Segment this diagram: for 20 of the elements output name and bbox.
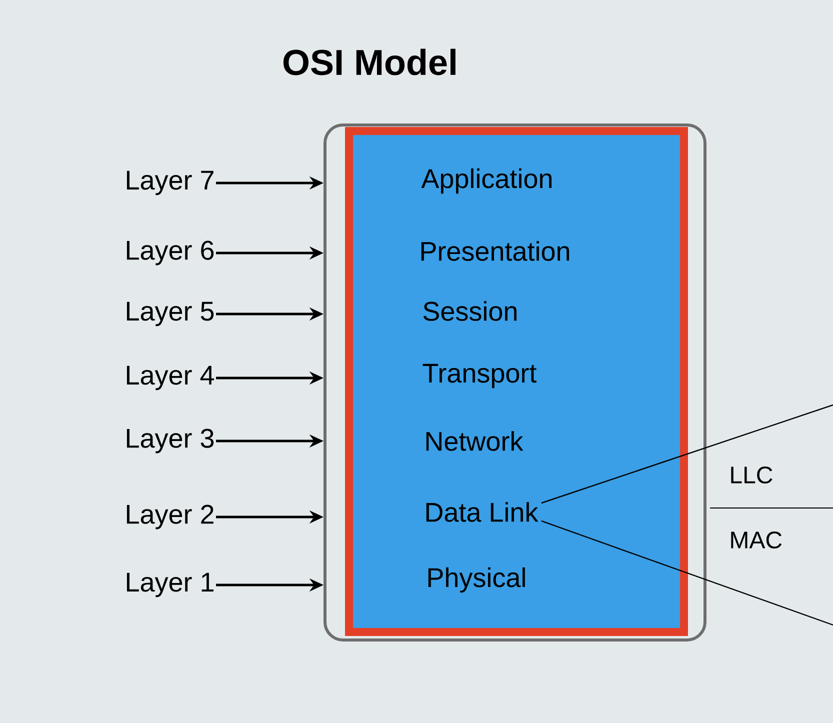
layer-number: Layer 2 — [126, 504, 214, 530]
layer-name: Transport — [422, 364, 537, 388]
layer-number: Layer 3 — [126, 428, 214, 454]
layer-name: Network — [426, 431, 524, 451]
connector-line — [541, 520, 833, 626]
sublayer-label: MAC — [731, 532, 782, 548]
layer-number: Layer 1 — [126, 572, 214, 598]
layer-name: Physical — [428, 567, 525, 593]
layer-name: Presentation — [421, 241, 570, 261]
layer-number: Layer 7 — [126, 170, 214, 196]
layer-number: Layer 4 — [126, 366, 214, 390]
connector-line — [541, 404, 833, 504]
layer-name: Session — [423, 301, 516, 321]
layer-name: Data Link — [426, 502, 538, 522]
title: OSI Model — [283, 48, 456, 76]
layer-name: Application — [421, 168, 552, 194]
sublayer-label: LLC — [731, 466, 772, 484]
layer-number: Layer 6 — [126, 240, 214, 266]
layer-stack-box — [324, 124, 706, 642]
layer-number: Layer 5 — [126, 302, 214, 326]
